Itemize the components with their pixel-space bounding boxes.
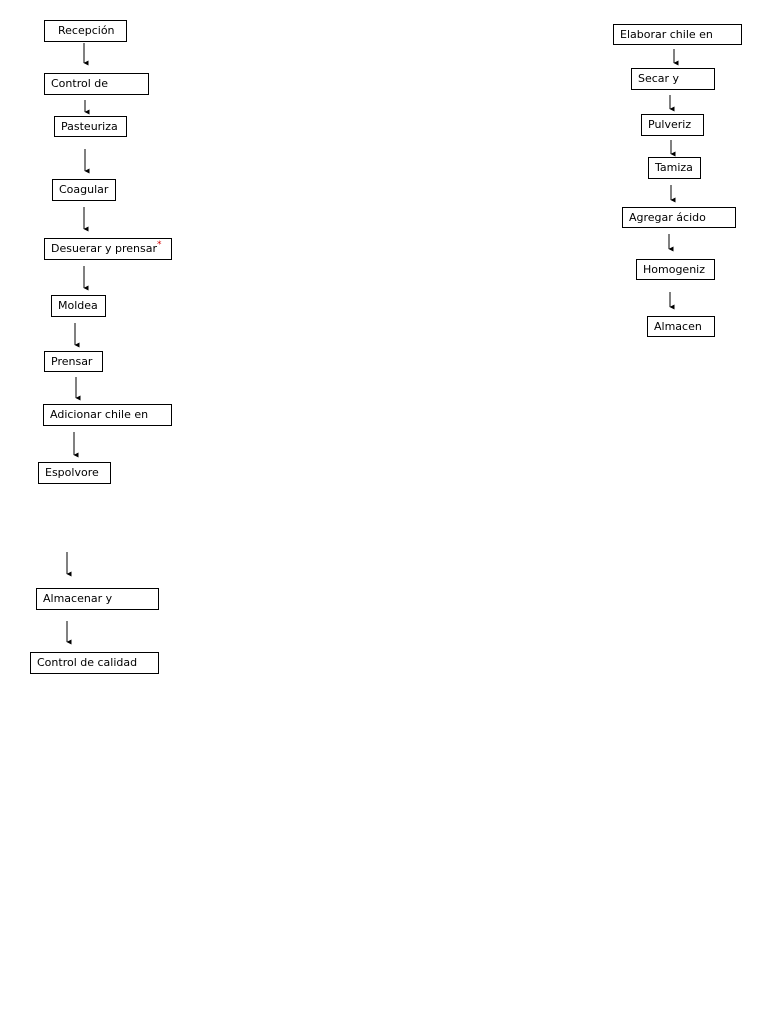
step-moldea: Moldea (51, 295, 106, 317)
step-label: Secar y (638, 72, 680, 85)
step-elaborar: Elaborar chile en (613, 24, 742, 45)
step-label: Elaborar chile en (620, 28, 713, 41)
step-espolvore: Espolvore (38, 462, 111, 484)
step-label: Tamiza (655, 161, 693, 174)
step-label: Control de (51, 77, 109, 90)
step-label: Espolvore (45, 466, 99, 479)
step-tamiza: Tamiza (648, 157, 701, 179)
asterisk-mark: * (157, 240, 162, 250)
step-control-calidad: Control de calidad (30, 652, 159, 674)
step-label: Pasteuriza (61, 120, 118, 133)
step-pulveriz: Pulveriz (641, 114, 704, 136)
step-label: Desuerar y prensar (51, 242, 157, 255)
step-label: Adicionar chile en (50, 408, 149, 421)
step-label: Control de calidad (37, 656, 138, 669)
step-desuerar: Desuerar y prensar* (44, 238, 172, 260)
step-prensar: Prensar (44, 351, 103, 372)
step-coagular: Coagular (52, 179, 116, 201)
step-agregar: Agregar ácido (622, 207, 736, 228)
step-label: Prensar (51, 355, 93, 368)
step-label: Coagular (59, 183, 109, 196)
step-label: Agregar ácido (629, 211, 706, 224)
step-control-de: Control de (44, 73, 149, 95)
step-label: Almacenar y (43, 592, 113, 605)
step-label: Recepción (58, 24, 115, 37)
step-label: Homogeniz (643, 263, 705, 276)
step-secar: Secar y (631, 68, 715, 90)
step-adicionar: Adicionar chile en (43, 404, 172, 426)
step-recepcion: Recepción (44, 20, 127, 42)
step-almacen: Almacen (647, 316, 715, 337)
step-label: Moldea (58, 299, 98, 312)
step-label: Almacen (654, 320, 702, 333)
step-label: Pulveriz (648, 118, 692, 131)
step-pasteuriza: Pasteuriza (54, 116, 127, 137)
step-homogeniz: Homogeniz (636, 259, 715, 280)
step-almacenar: Almacenar y (36, 588, 159, 610)
